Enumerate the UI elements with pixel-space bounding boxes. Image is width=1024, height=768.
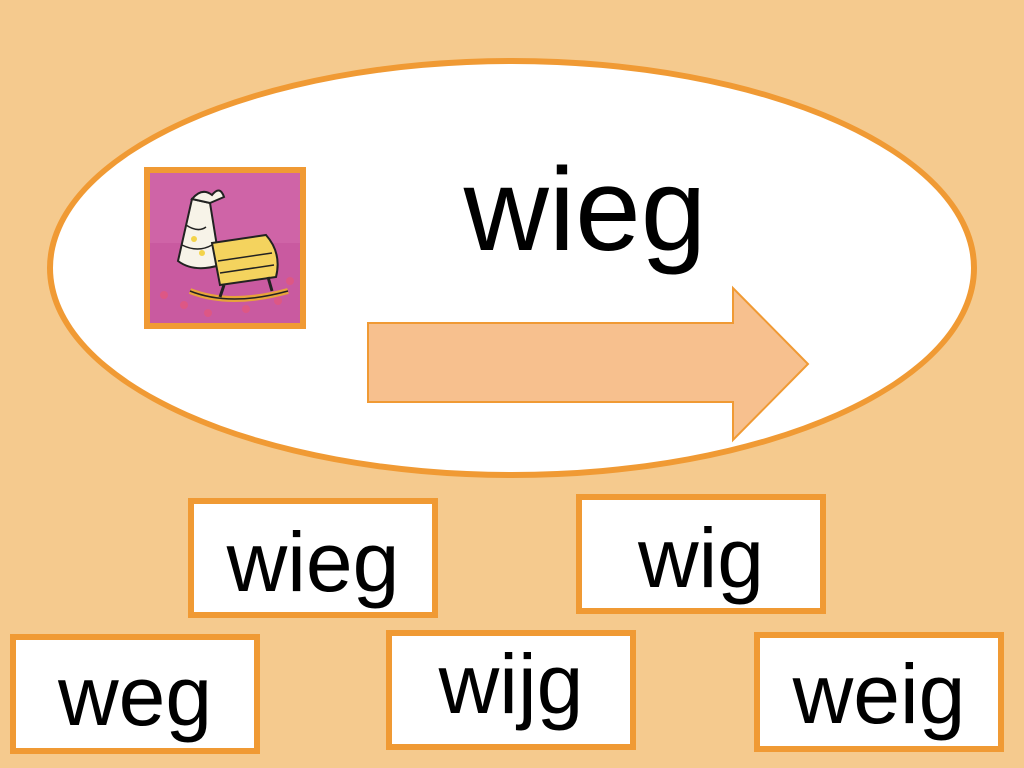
choice-label: weg: [57, 649, 213, 743]
cradle-picture: [144, 167, 306, 329]
choice-label: wieg: [226, 515, 400, 609]
choice-label: weig: [792, 647, 966, 741]
choice-label: wijg: [438, 637, 584, 731]
choice-wieg[interactable]: wieg: [188, 498, 438, 618]
choice-wijg[interactable]: wijg: [386, 630, 636, 750]
choice-wig[interactable]: wig: [576, 494, 826, 614]
right-arrow-icon: [367, 285, 810, 443]
cradle-icon: [150, 173, 300, 323]
target-word: wieg: [463, 144, 707, 276]
choice-label: wig: [637, 511, 765, 605]
choice-weg[interactable]: weg: [10, 634, 260, 754]
choice-weig[interactable]: weig: [754, 632, 1004, 752]
